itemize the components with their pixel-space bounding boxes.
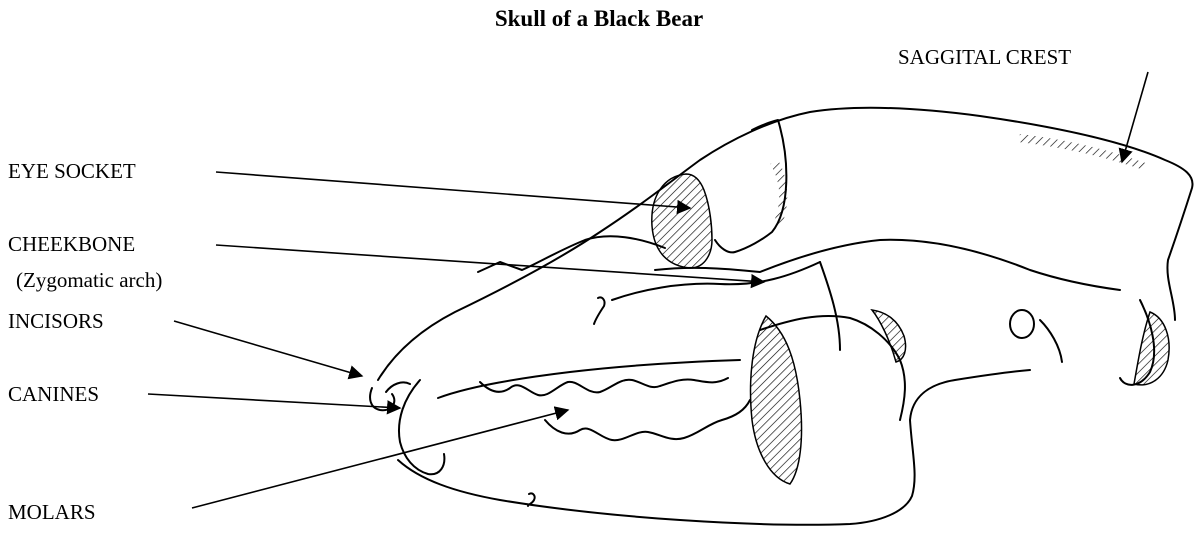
incisors-pointer: [174, 321, 362, 376]
occipital-shading: [1134, 312, 1169, 385]
upper-teeth-row: [480, 378, 728, 395]
eye-socket-label: EYE SOCKET: [8, 161, 136, 182]
canines-label: CANINES: [8, 384, 99, 405]
incisors-label: INCISORS: [8, 311, 104, 332]
canines-pointer: [148, 394, 400, 408]
cheek-shading: [751, 316, 802, 484]
snout-outline: [478, 236, 665, 272]
molars-pointer: [192, 410, 568, 508]
saggital-crest-label: SAGGITAL CREST: [898, 47, 1071, 68]
zygomatic-arch: [655, 240, 1120, 290]
cheekbone-label: CHEEKBONE: [8, 234, 135, 255]
temporal-shading: [872, 310, 906, 362]
lower-jaw-outline: [398, 370, 1030, 525]
upper-canine: [399, 380, 444, 474]
ear-opening: [1010, 310, 1034, 338]
eye-socket-pointer: [216, 172, 690, 208]
molars-label: MOLARS: [8, 502, 96, 523]
zygomatic-arch-label: (Zygomatic arch): [16, 270, 162, 291]
eye-socket-shading: [652, 174, 712, 268]
lower-teeth-row: [545, 400, 750, 440]
brow-shading: [770, 160, 787, 228]
